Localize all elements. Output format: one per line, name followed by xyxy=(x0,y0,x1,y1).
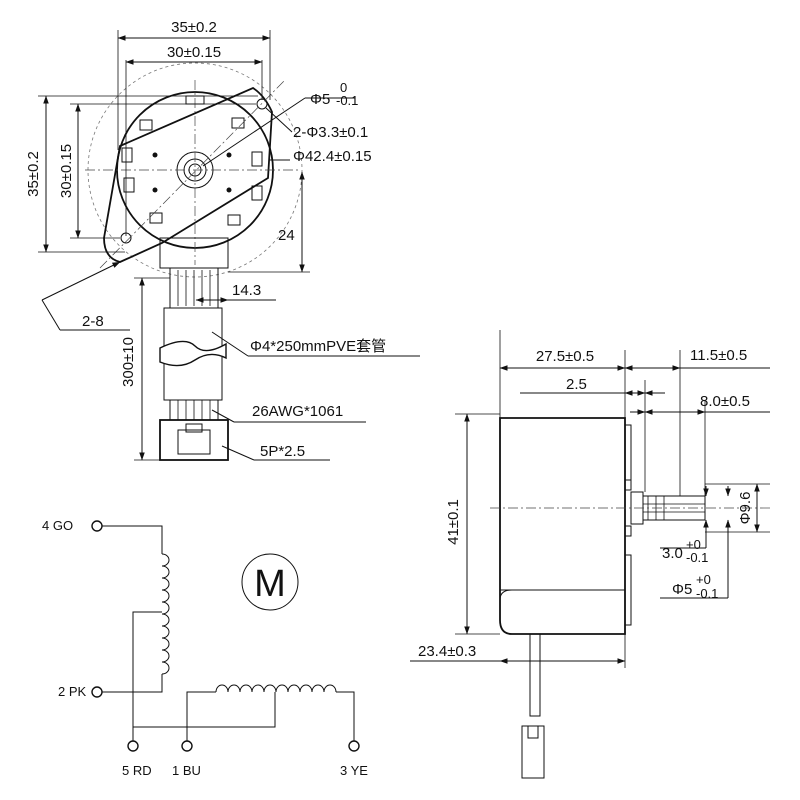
rivet-dot xyxy=(152,152,158,158)
motor-symbol xyxy=(241,553,299,611)
dim-body-length: 27.5±0.5 xyxy=(536,348,594,365)
dim-shaft-5-upper: +0 xyxy=(696,572,711,587)
dim-shaft-dia-upper: 0 xyxy=(340,80,347,95)
dim-width-inner: 30±0.15 xyxy=(167,44,221,61)
mounting-flange xyxy=(103,86,273,263)
side-wire xyxy=(529,633,541,717)
cable-connector-label: 5P*2.5 xyxy=(260,443,305,460)
motor-symbol-label: M xyxy=(254,563,286,605)
terminal-pk xyxy=(91,686,103,698)
terminal-rd xyxy=(127,740,139,752)
side-wire-connector xyxy=(521,725,545,779)
terminal-bu xyxy=(181,740,193,752)
wiring-schematic: M 4 GO 2 PK 5 RD 1 BU 3 YE xyxy=(42,518,368,778)
label-bu: 1 BU xyxy=(172,763,201,778)
side-view-dimensions: 27.5±0.5 11.5±0.5 2.5 8.0±0.5 41±0.1 23.… xyxy=(410,330,770,668)
rivet-dot xyxy=(226,152,232,158)
mount-hole-upper xyxy=(256,98,268,110)
dim-radius-2-8: 2-8 xyxy=(82,313,104,330)
dim-width-outer: 35±0.2 xyxy=(171,19,217,36)
dim-shaft-5-lower: -0.1 xyxy=(696,586,718,601)
dim-height-inner: 30±0.15 xyxy=(58,144,75,198)
terminal-go xyxy=(91,520,103,532)
dim-mount-holes: 2-Φ3.3±0.1 xyxy=(293,124,368,141)
front-view xyxy=(85,62,303,278)
connector-housing xyxy=(159,419,229,461)
dim-base-23-4: 23.4±0.3 xyxy=(418,643,476,660)
rivet-dot xyxy=(226,187,232,193)
dim-shaft-5: Φ5 xyxy=(672,581,692,598)
dim-flat-3: 3.0 xyxy=(662,545,683,562)
cable-assembly xyxy=(159,267,229,461)
dim-boss-dia: Φ9.6 xyxy=(737,492,754,525)
cable-exit xyxy=(159,237,229,269)
front-view-dimensions: 35±0.2 30±0.15 35±0.2 30±0.15 Φ5 0 -0.1 … xyxy=(25,19,372,331)
cable-wire-label: 26AWG*1061 xyxy=(252,403,343,420)
cable-dimensions: 300±10 Φ4*250mmPVE套管 26AWG*1061 5P*2.5 xyxy=(120,277,420,461)
dim-height-outer: 35±0.2 xyxy=(25,151,42,197)
dim-cable-length: 300±10 xyxy=(120,337,137,387)
dim-flat-3-upper: +0 xyxy=(686,537,701,552)
dim-height-41: 41±0.1 xyxy=(445,499,462,545)
dim-body-dia: Φ42.4±0.15 xyxy=(293,148,372,165)
coil-1 xyxy=(161,553,170,675)
dim-shaft-dia-lower: -0.1 xyxy=(336,93,358,108)
terminal-ye xyxy=(348,740,360,752)
label-ye: 3 YE xyxy=(340,763,368,778)
dim-flange-2-5: 2.5 xyxy=(566,376,587,393)
label-pk: 2 PK xyxy=(58,684,87,699)
label-go: 4 GO xyxy=(42,518,73,533)
dim-shaft-dia: Φ5 xyxy=(310,91,330,108)
motor-body-side xyxy=(499,417,626,635)
cable-sleeve-label: Φ4*250mmPVE套管 xyxy=(250,338,386,355)
body-outline-circle xyxy=(87,62,303,278)
dim-shaft-8: 8.0±0.5 xyxy=(700,393,750,410)
side-view xyxy=(490,417,770,779)
dim-flat-3-lower: -0.1 xyxy=(686,550,708,565)
dim-offset-14-3: 14.3 xyxy=(232,282,261,299)
label-rd: 5 RD xyxy=(122,763,152,778)
side-flange-lower xyxy=(624,554,632,626)
coil-2 xyxy=(215,684,337,693)
dim-shaft-length: 11.5±0.5 xyxy=(690,347,747,364)
dim-offset-24: 24 xyxy=(278,227,295,244)
rivet-dot xyxy=(152,187,158,193)
